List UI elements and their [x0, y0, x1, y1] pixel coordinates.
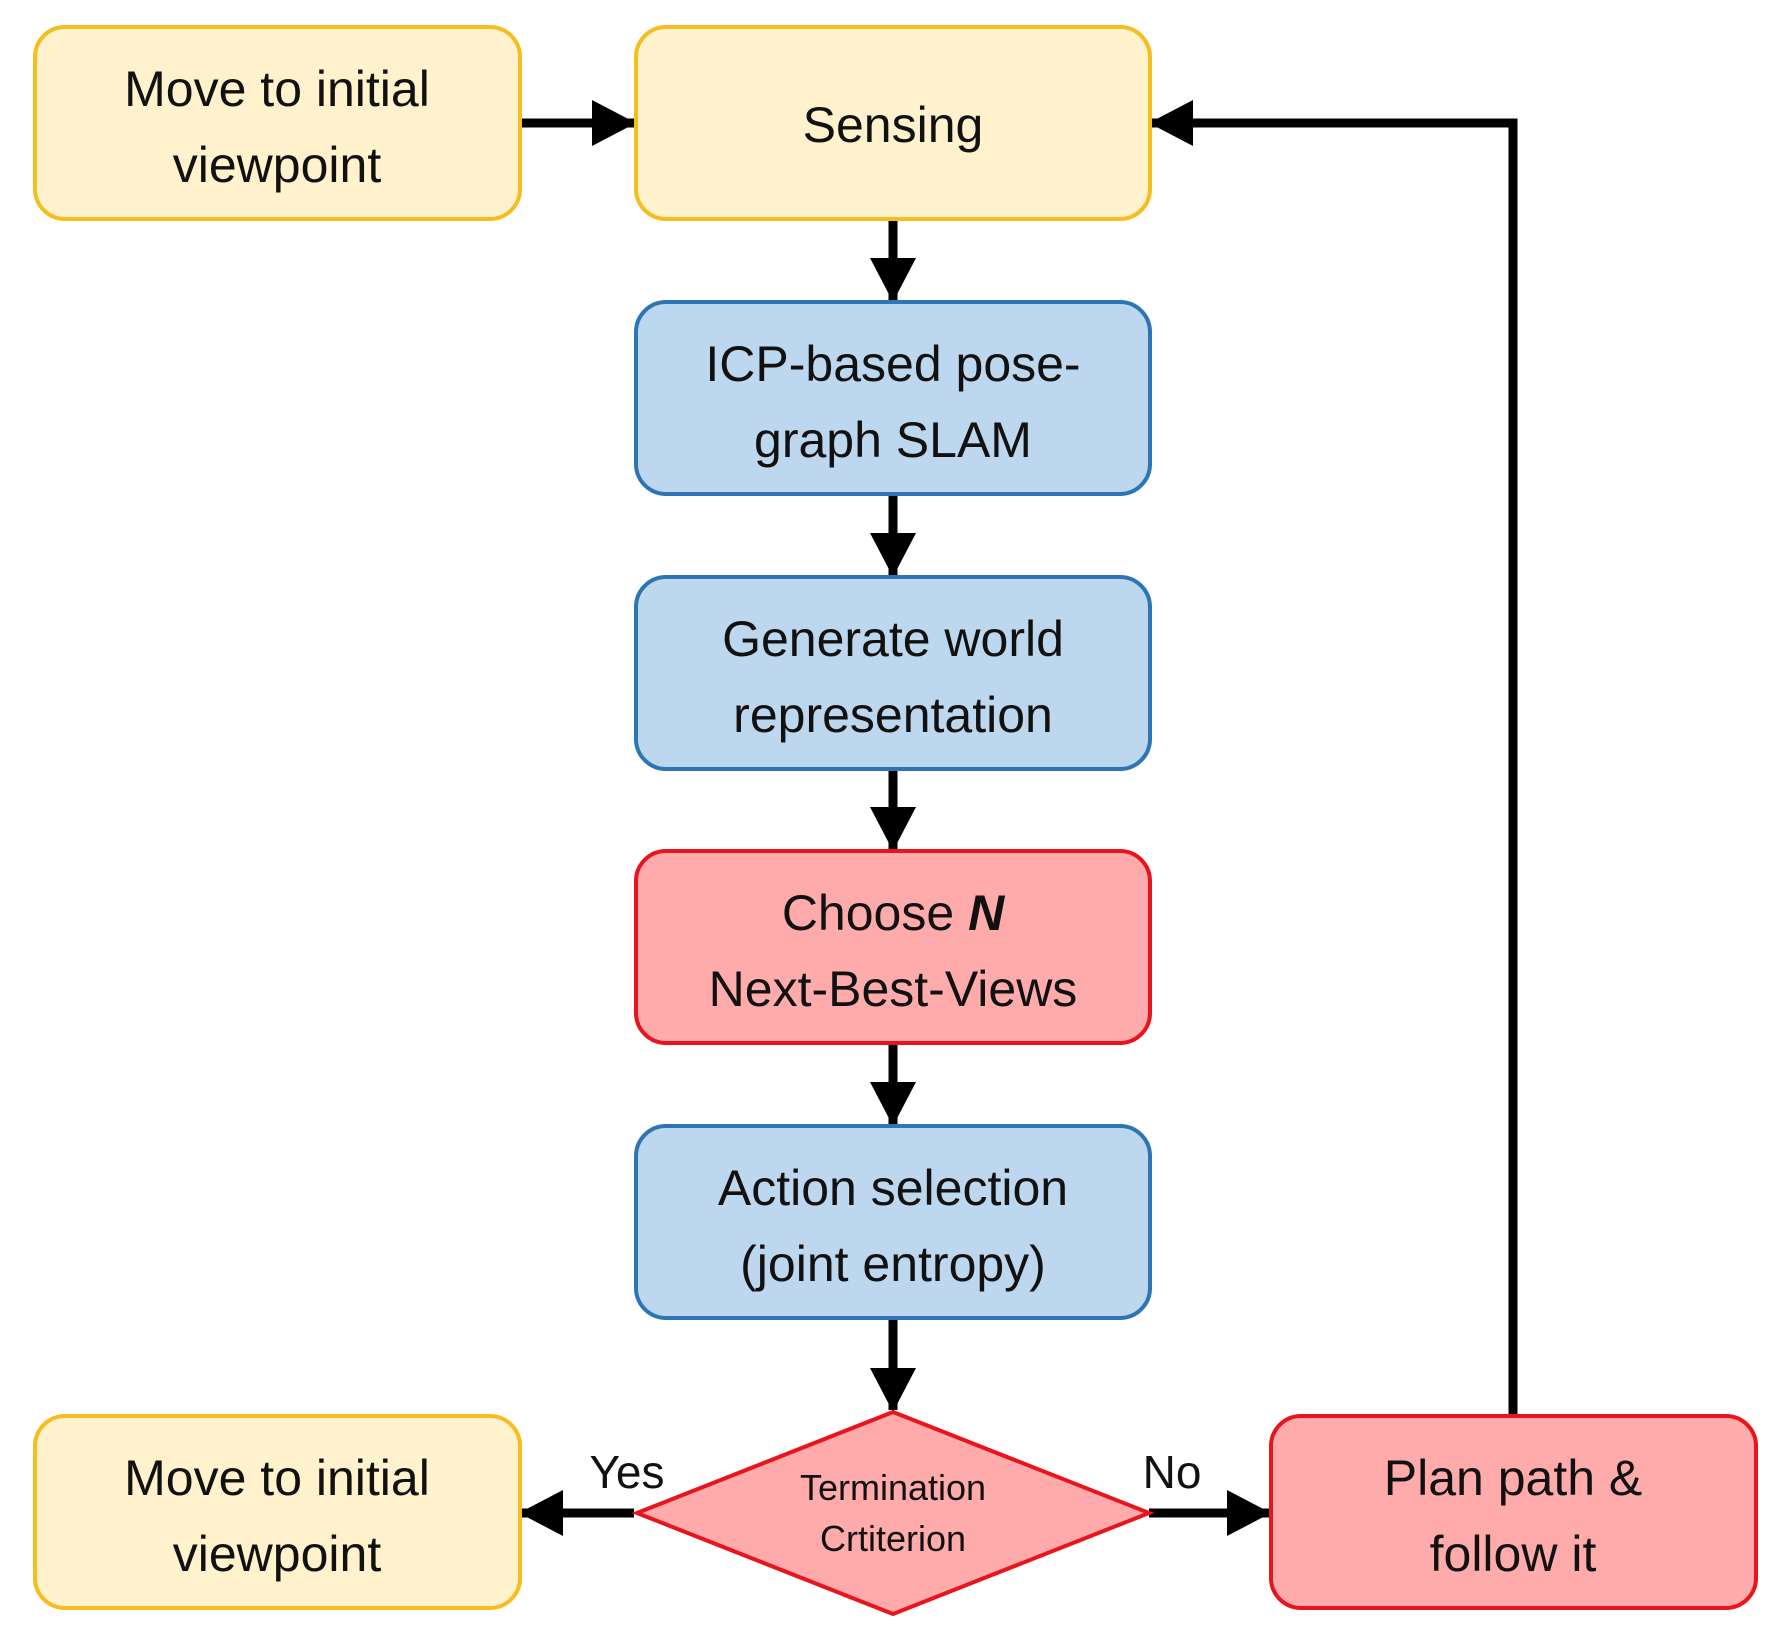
svg-text:Move to initial: Move to initial	[124, 61, 430, 117]
svg-text:graph SLAM: graph SLAM	[754, 412, 1032, 468]
node-choose-nbv: Choose N Next-Best-Views	[634, 849, 1152, 1045]
svg-text:viewpoint: viewpoint	[173, 1526, 382, 1582]
node-label-line1: Move to initial	[124, 61, 430, 117]
svg-text:follow it: follow it	[1430, 1526, 1597, 1582]
node-label-line2: representation	[733, 687, 1053, 743]
node-label-line2: viewpoint	[173, 137, 382, 193]
svg-text:(joint entropy): (joint entropy)	[740, 1236, 1046, 1292]
node-label-line1: Plan path &	[1384, 1450, 1643, 1506]
node-label-line1: Action selection	[718, 1160, 1068, 1216]
svg-text:Sensing: Sensing	[803, 97, 984, 153]
edge-plan-to-sensing	[1149, 100, 1518, 1414]
svg-text:Generate world: Generate world	[722, 611, 1064, 667]
edges	[519, 100, 1518, 1536]
node-move-initial-bottom: Move to initial viewpoint	[33, 1414, 522, 1610]
node-plan-path: Plan path & follow it	[1269, 1414, 1758, 1610]
node-action-selection: Action selection (joint entropy)	[634, 1124, 1152, 1320]
node-slam: ICP-based pose- graph SLAM	[634, 300, 1152, 496]
variable-n: N	[968, 885, 1005, 941]
svg-text:representation: representation	[733, 687, 1053, 743]
node-label-line2: Next-Best-Views	[709, 961, 1078, 1017]
node-sensing: Sensing	[634, 25, 1152, 221]
node-label-line2: follow it	[1430, 1526, 1597, 1582]
node-label-line1: Move to initial	[124, 1450, 430, 1506]
svg-text:Next-Best-Views: Next-Best-Views	[709, 961, 1078, 1017]
node-label-line2: viewpoint	[173, 1526, 382, 1582]
edge-label-yes: Yes	[589, 1446, 664, 1498]
svg-text:Choose N: Choose N	[782, 885, 1005, 941]
svg-text:Termination: Termination	[800, 1467, 986, 1508]
svg-text:Action selection: Action selection	[718, 1160, 1068, 1216]
svg-text:Crtiterion: Crtiterion	[820, 1518, 966, 1559]
node-label-line1: Generate world	[722, 611, 1064, 667]
svg-text:viewpoint: viewpoint	[173, 137, 382, 193]
svg-text:ICP-based pose-: ICP-based pose-	[705, 336, 1080, 392]
svg-text:Plan path &: Plan path &	[1384, 1450, 1643, 1506]
node-label-line1: Choose	[782, 885, 968, 941]
node-world-representation: Generate world representation	[634, 575, 1152, 771]
node-label-line1: Termination	[800, 1467, 986, 1508]
node-label-line2: (joint entropy)	[740, 1236, 1046, 1292]
node-label-line1: ICP-based pose-	[705, 336, 1080, 392]
node-move-initial-top: Move to initial viewpoint	[33, 25, 522, 221]
edge-label-no: No	[1143, 1446, 1202, 1498]
node-termination-criterion: Termination Crtiterion	[631, 1409, 1155, 1617]
node-label-line1: Sensing	[803, 97, 984, 153]
node-label-line2: Crtiterion	[820, 1518, 966, 1559]
node-label-line2: graph SLAM	[754, 412, 1032, 468]
svg-text:Move to initial: Move to initial	[124, 1450, 430, 1506]
